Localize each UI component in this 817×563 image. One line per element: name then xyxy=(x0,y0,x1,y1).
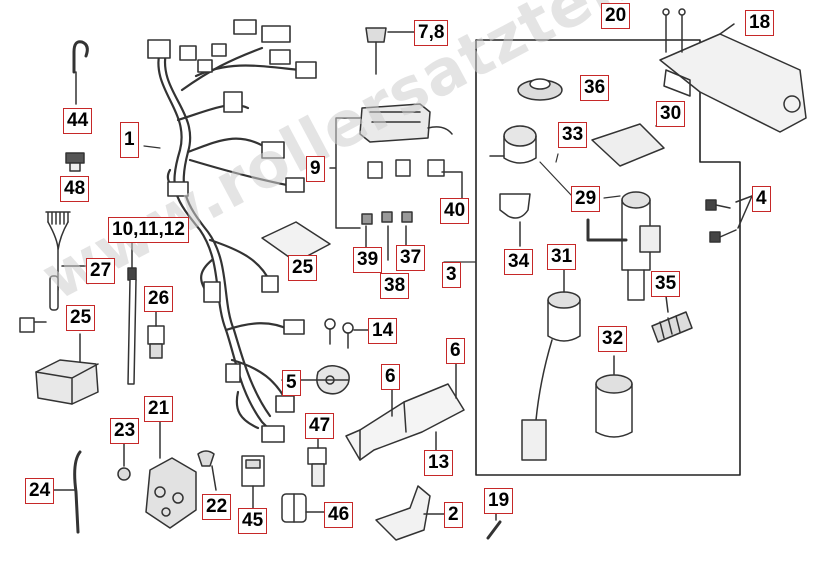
callout-14: 14 xyxy=(368,318,398,344)
callout-34: 34 xyxy=(504,249,534,275)
callout-45: 45 xyxy=(238,508,268,534)
callout-21: 21 xyxy=(144,396,174,422)
callout-39: 39 xyxy=(353,247,383,273)
callout-22: 22 xyxy=(202,494,232,520)
callout-3: 3 xyxy=(442,262,461,288)
part-33-switch-icon xyxy=(489,125,537,164)
part-29-ignition-lock-icon xyxy=(586,191,661,301)
part-20-screws-icon xyxy=(662,8,686,53)
callout-30: 30 xyxy=(656,101,686,127)
part-48-fuse-icon xyxy=(65,152,85,172)
part-47-connector-icon xyxy=(307,435,327,487)
part-19-pin-icon xyxy=(486,509,502,540)
part-7-bulb-icon xyxy=(365,27,415,75)
callout-44: 44 xyxy=(63,108,93,134)
callout-10-11-12: 10,11,12 xyxy=(108,217,189,243)
callout-4: 4 xyxy=(752,186,771,212)
part-21-regulator-icon xyxy=(145,419,197,529)
callout-29: 29 xyxy=(571,186,601,212)
callout-25-module: 25 xyxy=(66,305,96,331)
callout-33: 33 xyxy=(558,122,588,148)
part-23-nut-icon xyxy=(117,441,131,481)
part-32-lock-cylinder-icon xyxy=(595,355,633,438)
part-44-clip-icon xyxy=(72,40,89,105)
callout-13: 13 xyxy=(424,450,454,476)
callout-46: 46 xyxy=(324,502,354,528)
callout-2: 2 xyxy=(444,502,463,528)
callout-26: 26 xyxy=(144,286,174,312)
callout-25-plate: 25 xyxy=(288,255,318,281)
part-9-relay-box-icon xyxy=(329,103,463,261)
part-27-connector-icon xyxy=(45,211,87,311)
part-4-bolts-icon xyxy=(705,195,753,243)
callout-6-right: 6 xyxy=(446,338,465,364)
callout-24: 24 xyxy=(25,478,55,504)
callout-27: 27 xyxy=(86,258,116,284)
callout-31: 31 xyxy=(547,244,577,270)
callout-40: 40 xyxy=(440,198,470,224)
harness-connectors xyxy=(147,19,317,443)
part-34-clip-icon xyxy=(499,193,531,247)
part-35-spring-icon xyxy=(651,295,693,343)
callout-36: 36 xyxy=(580,75,610,101)
callout-6-left: 6 xyxy=(381,364,400,390)
part-13-bracket-icon xyxy=(345,363,465,461)
callout-38: 38 xyxy=(380,273,410,299)
part-30-cover-icon xyxy=(591,117,665,167)
part-14-screws-icon xyxy=(324,318,369,349)
callout-37: 37 xyxy=(396,245,426,271)
callout-18: 18 xyxy=(745,10,775,36)
callout-9: 9 xyxy=(306,156,325,182)
callout-23: 23 xyxy=(110,418,140,444)
part-25-module-icon xyxy=(19,317,99,405)
callout-20: 20 xyxy=(601,3,631,29)
callout-1: 1 xyxy=(120,122,139,158)
callout-5: 5 xyxy=(282,370,301,396)
part-26-connector-icon xyxy=(147,307,165,359)
part-10-cable-tie-icon xyxy=(127,239,137,385)
callout-32: 32 xyxy=(598,326,628,352)
part-18-bracket-icon xyxy=(659,23,807,133)
part-45-connector-icon xyxy=(241,455,265,509)
part-22-terminal-icon xyxy=(197,450,217,491)
callout-19: 19 xyxy=(484,488,514,514)
callout-48: 48 xyxy=(60,176,90,202)
callout-7-8: 7,8 xyxy=(414,20,449,46)
part-46-connector-icon xyxy=(281,493,327,523)
callout-47: 47 xyxy=(305,413,335,439)
part-36-grommet-icon xyxy=(517,78,563,101)
ignition-group-frame xyxy=(475,39,741,476)
callout-35: 35 xyxy=(651,271,681,297)
part-31-switch-icon xyxy=(521,265,581,461)
part-2-bracket-icon xyxy=(375,485,447,541)
part-24-strap-icon xyxy=(51,450,82,534)
